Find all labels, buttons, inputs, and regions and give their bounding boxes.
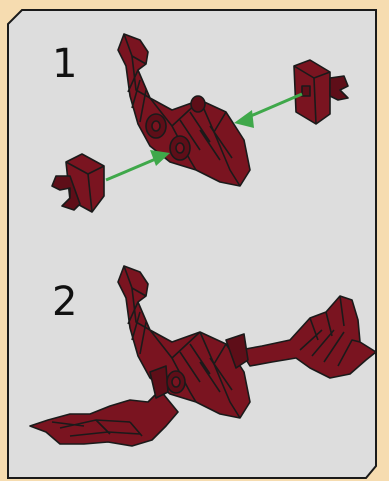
step-number-2: 2 (52, 282, 77, 322)
step-number-1: 1 (52, 44, 77, 84)
